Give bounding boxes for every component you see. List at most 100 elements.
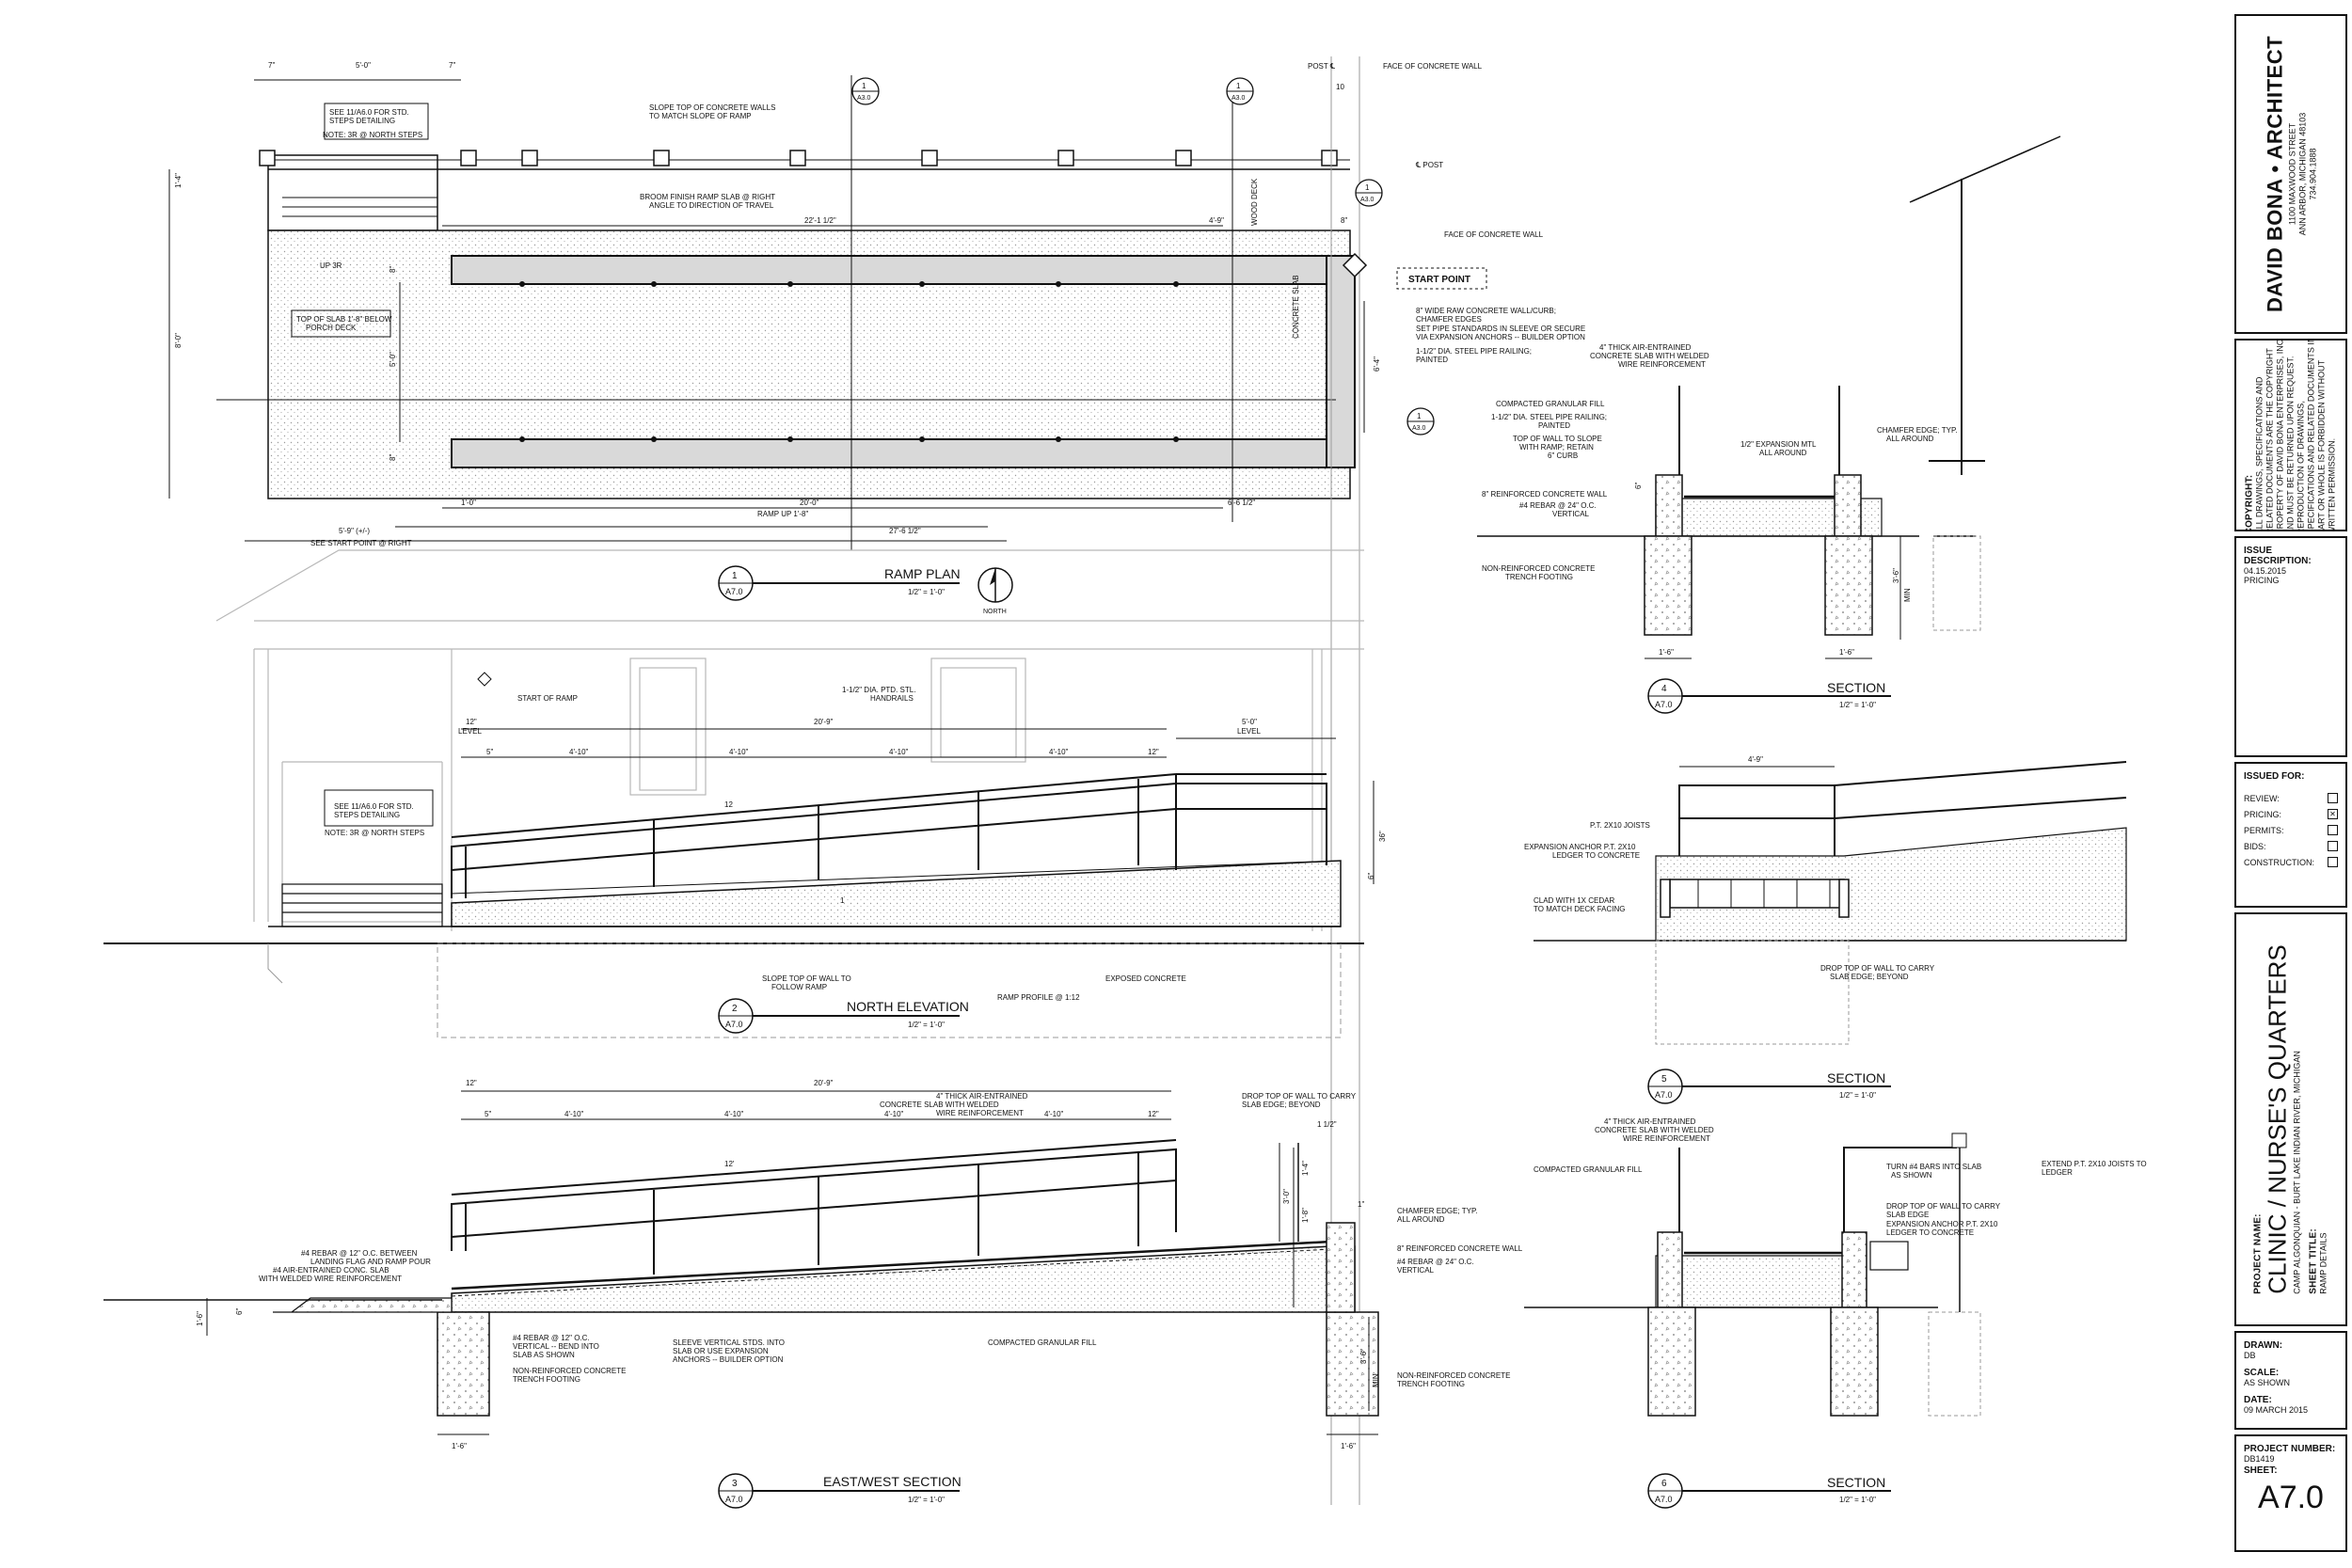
title-block-copyright: COPYRIGHT: ALL DRAWINGS, SPECIFICATIONS … [2234,339,2347,531]
s4-note-chamfer-1: CHAMFER EDGE; TYP. [1877,426,1958,435]
ew-note-granular: COMPACTED GRANULAR FILL [988,1338,1097,1347]
ew-note-slab-2: CONCRETE SLAB WITH WELDED [880,1101,999,1109]
plan-note-see-start: SEE START POINT @ RIGHT [310,539,412,547]
sheet-title-label: SHEET TITLE: [2308,1228,2319,1294]
plan-note-top-slab: TOP OF SLAB 1'-8" BELOW [296,315,392,324]
plan-note-face-wall-2: FACE OF CONCRETE WALL [1444,230,1544,239]
s6-note-slab-1: 4" THICK AIR-ENTRAINED [1604,1117,1696,1126]
ew-note-vert-1: #4 REBAR @ 12" O.C. [513,1334,590,1342]
s4-note-chamfer-2: ALL AROUND [1886,435,1934,443]
s5-note-drop-2: SLAB EDGE; BEYOND [1830,973,1909,981]
ew-dim-4-10b: 4'-10" [724,1110,744,1118]
ew-note-trench-1: NON-REINFORCED CONCRETE [513,1367,626,1375]
elev-note-3r: NOTE: 3R @ NORTH STEPS [325,829,424,837]
elev-note-slope-1: SLOPE TOP OF WALL TO [762,974,851,983]
west-footing [437,1311,490,1417]
issued-for-permits[interactable]: PERMITS: [2244,825,2338,835]
s4-note-trench-2: TRENCH FOOTING [1505,573,1573,581]
ew-dim-1-6c: 1'-6" [196,1311,204,1326]
ew-note-trench-2: TRENCH FOOTING [513,1375,580,1384]
s4-dim-6: 6" [1634,483,1643,489]
ew-note-rebar12-4: WITH WELDED WIRE REINFORCEMENT [259,1275,402,1283]
issued-for-pricing[interactable]: PRICING:✕ [2244,809,2338,819]
view-title-section-4: 4 A7.0 SECTION 1/2" = 1'-0" [1647,678,1891,714]
pricing-checkbox[interactable]: ✕ [2328,809,2338,819]
copyright-line-1: ALL DRAWINGS, SPECIFICATIONS AND [2254,376,2265,531]
sheet-number: A7.0 [2258,1480,2324,1515]
elev-dim-6: 6" [1367,873,1375,879]
elev-note-start-ramp: START OF RAMP [517,694,578,703]
plan-note-concrete-slab: CONCRETE SLAB [1292,275,1300,339]
s4-note-top-3: 6" CURB [1548,451,1578,460]
s6-note-drop-2: SLAB EDGE [1886,1211,1929,1219]
s4-note-granular: COMPACTED GRANULAR FILL [1496,400,1605,408]
ew-dim-3-6: 3'-6" [1359,1349,1368,1364]
view-title-section-6: 6 A7.0 SECTION 1/2" = 1'-0" [1647,1473,1891,1509]
elev-note-exposed: EXPOSED CONCRETE [1105,974,1186,983]
dim-5-0: 5'-0" [356,61,371,70]
issue-date: 04.15.2015 [2244,566,2287,576]
issued-for-review[interactable]: REVIEW: [2244,793,2338,803]
ew-dim-12b: 12" [1148,1110,1159,1118]
s6-note-anchor-1: EXPANSION ANCHOR P.T. 2X10 [1886,1220,1998,1228]
s5-note-clad-1: CLAD WITH 1X CEDAR [1534,896,1614,905]
s5-note-joists: P.T. 2X10 JOISTS [1590,821,1650,830]
dim-8c: 8" [389,454,397,461]
sheet-title: RAMP DETAILS [2318,1232,2328,1294]
issue-label: ISSUE DESCRIPTION: [2244,546,2312,566]
copyright-line-4: AND MUST BE RETURNED UPON REQUEST. [2285,355,2296,531]
elev-dim-5-0: 5'-0" [1242,718,1257,726]
title-block-project: PROJECT NAME: CLINIC / NURSE'S QUARTERS … [2234,912,2347,1326]
svg-text:1: 1 [862,82,866,90]
dim-8-0: 8'-0" [174,333,183,348]
east-footing [1326,1311,1379,1417]
issued-for-construction[interactable]: CONSTRUCTION: [2244,857,2338,867]
issued-for-bids[interactable]: BIDS: [2244,841,2338,851]
project-number-label: PROJECT NUMBER: [2244,1444,2336,1454]
ew-note-rebar12-1: #4 REBAR @ 12" O.C. BETWEEN [301,1249,418,1258]
s6-note-granular: COMPACTED GRANULAR FILL [1534,1165,1643,1174]
ew-note-rebar24-1: #4 REBAR @ 24" O.C. [1397,1258,1474,1266]
svg-text:2: 2 [732,1004,738,1014]
plan-note-pipe-rail-1: 1-1/2" DIA. STEEL PIPE RAILING; [1416,347,1532,356]
start-point-box [1396,267,1487,290]
ew-note-trench-3: NON-REINFORCED CONCRETE [1397,1371,1510,1380]
s4-note-exp-1: 1/2" EXPANSION MTL [1740,440,1817,449]
ew-dim-5: 5" [485,1110,491,1118]
elev-dim-12: 12 [724,800,733,809]
permits-checkbox[interactable] [2328,825,2338,835]
dim-10: 10 [1336,83,1344,91]
view-1-scale: 1/2" = 1'-0" [908,588,945,596]
elev-dim-4-10d: 4'-10" [1049,748,1069,756]
s6-note-extend-1: EXTEND P.T. 2X10 JOISTS TO [2042,1160,2147,1168]
ew-dim-6: 6" [235,1308,244,1315]
ew-note-chamfer-2: ALL AROUND [1397,1215,1445,1224]
copyright-line-2: RELATED DOCUMENTS ARE THE COPYRIGHT [2265,347,2275,531]
project-label: PROJECT NAME: [2252,1213,2264,1294]
north-elevation-view: START OF RAMP 1-1/2" DIA. PTD. STL. HAND… [103,549,1387,1038]
s4-note-slab-2: CONCRETE SLAB WITH WELDED [1590,352,1709,360]
ew-dim-1: 1" [1358,1200,1364,1209]
plan-note-set-pipe-1: SET PIPE STANDARDS IN SLEEVE OR SECURE [1416,325,1585,333]
start-point-marker [1342,252,1368,278]
construction-checkbox[interactable] [2328,857,2338,867]
elev-note-see-steps: SEE 11/A6.0 FOR STD. [334,802,414,811]
section-ref-1: 1 A3.0 [851,77,880,105]
dim-22-1: 22'-1 1/2" [804,216,836,225]
s4-dim-1-6b: 1'-6" [1839,648,1854,657]
ew-dim-1-1: 1 1/2" [1317,1120,1337,1129]
dim-6-4: 6'-4" [1373,356,1381,372]
east-west-section-view: 12" 20'-9" 5" 4'-10" 4'-10" 4'-10" 4'-10… [103,1079,1523,1509]
firm-phone: 734.904.1888 [2308,148,2318,200]
review-checkbox[interactable] [2328,793,2338,803]
svg-text:A7.0: A7.0 [725,587,743,596]
bids-checkbox[interactable] [2328,841,2338,851]
dim-1-0: 1'-0" [461,499,476,507]
s4-dim-1-6a: 1'-6" [1659,648,1674,657]
plan-note-3r: NOTE: 3R @ NORTH STEPS [323,131,422,139]
ew-note-slab-3: WIRE REINFORCEMENT [936,1109,1024,1117]
s5-note-anchor-1: EXPANSION ANCHOR P.T. 2X10 [1524,843,1636,851]
svg-text:A3.0: A3.0 [1412,425,1426,432]
plan-note-see-steps: SEE 11/A6.0 FOR STD. [329,108,409,117]
view-2-title: NORTH ELEVATION [847,999,969,1014]
